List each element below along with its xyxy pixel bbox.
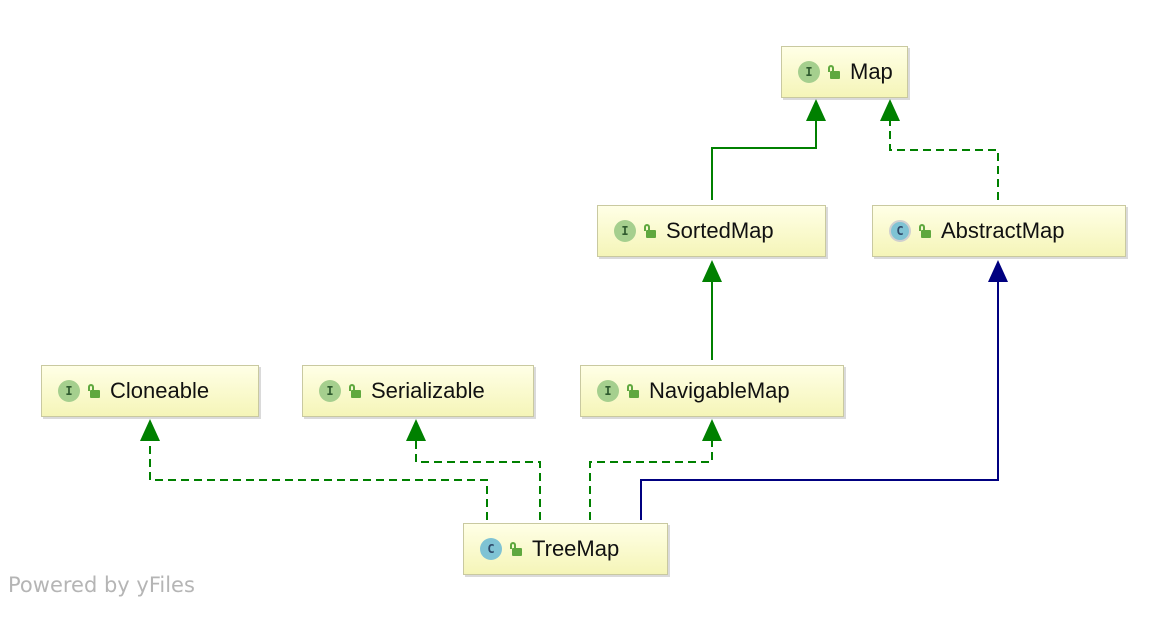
node-sortedmap[interactable]: I SortedMap [597, 205, 826, 257]
arrowhead-sortedmap-map [806, 99, 826, 121]
node-label: NavigableMap [649, 378, 790, 403]
class-badge-icon: C [480, 538, 502, 560]
node-abstractmap[interactable]: C AbstractMap [872, 205, 1126, 257]
arrowhead-navigablemap-sortedmap [702, 260, 722, 282]
public-lock-icon [510, 542, 522, 556]
interface-badge-icon: I [614, 220, 636, 242]
edge-sortedmap-map [711, 118, 817, 200]
interface-badge-icon: I [597, 380, 619, 402]
node-label: Serializable [371, 378, 485, 403]
public-lock-icon [828, 65, 840, 79]
public-lock-icon [919, 224, 931, 238]
edge-treemap-navigablemap [589, 438, 713, 520]
arrowhead-treemap-abstractmap [988, 260, 1008, 282]
node-label: Map [850, 59, 893, 84]
edge-abstractmap-map [889, 118, 999, 200]
arrowhead-abstractmap-map [880, 99, 900, 121]
edge-treemap-serializable [415, 438, 541, 520]
node-serializable[interactable]: I Serializable [302, 365, 534, 417]
arrowhead-treemap-navigablemap [702, 419, 722, 441]
node-label: AbstractMap [941, 218, 1065, 243]
node-navigablemap[interactable]: I NavigableMap [580, 365, 844, 417]
edge-treemap-cloneable [149, 438, 488, 520]
public-lock-icon [349, 384, 361, 398]
edge-treemap-abstractmap [640, 280, 999, 520]
arrowhead-treemap-cloneable [140, 419, 160, 441]
interface-badge-icon: I [319, 380, 341, 402]
interface-badge-icon: I [58, 380, 80, 402]
interface-badge-icon: I [798, 61, 820, 83]
arrowhead-treemap-serializable [406, 419, 426, 441]
public-lock-icon [644, 224, 656, 238]
node-map[interactable]: I Map [781, 46, 908, 98]
node-label: SortedMap [666, 218, 774, 243]
node-cloneable[interactable]: I Cloneable [41, 365, 259, 417]
public-lock-icon [627, 384, 639, 398]
node-treemap[interactable]: C TreeMap [463, 523, 668, 575]
node-label: TreeMap [532, 536, 620, 561]
abstract-class-badge-icon: C [889, 220, 911, 242]
powered-by-watermark: Powered by yFiles [8, 573, 195, 597]
public-lock-icon [88, 384, 100, 398]
node-label: Cloneable [110, 378, 210, 403]
